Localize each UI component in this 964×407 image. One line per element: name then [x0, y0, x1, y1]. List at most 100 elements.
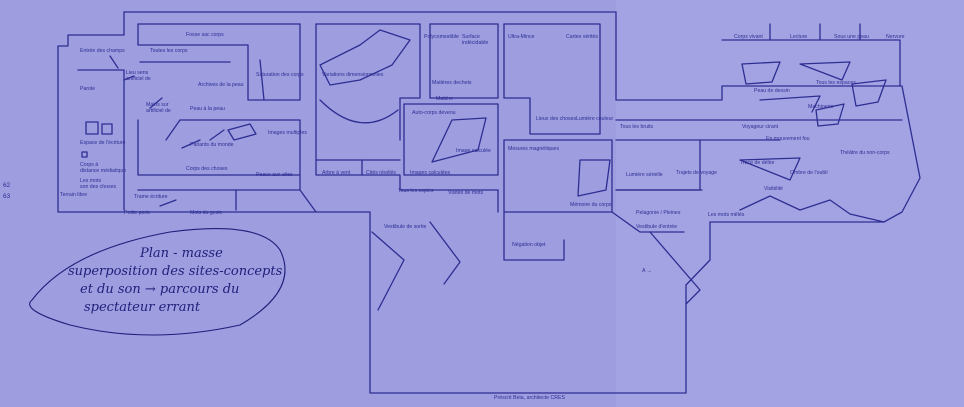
room-label: Lumière sérielle — [626, 172, 663, 178]
entry-funnel-left — [371, 231, 405, 311]
inner-box-main — [289, 23, 301, 101]
room-label: Voyageur cirant — [742, 124, 779, 130]
entry-diag — [611, 211, 685, 233]
small-diag-3 — [165, 119, 181, 141]
right-diag-5 — [739, 157, 801, 181]
room-label: Matière — [436, 96, 454, 102]
inner-wall-i — [299, 189, 317, 213]
room-label: Toutes les corps — [150, 48, 188, 54]
room-label: En mouvement fou — [766, 136, 810, 142]
small-diag-6 — [181, 139, 201, 149]
inner-wall-a — [137, 23, 291, 101]
small-diag-4 — [159, 199, 177, 207]
small-diag-2 — [149, 97, 163, 109]
room-label: Auto-corps devenu — [412, 110, 456, 116]
small-diag-5 — [227, 123, 257, 141]
outer-wall-left — [57, 11, 371, 223]
inner-wall-c — [77, 69, 125, 211]
small-diag-1 — [109, 55, 119, 69]
small-square-1 — [85, 121, 99, 135]
mid-wave — [319, 29, 411, 86]
room-label: Vestibule d'entrée — [636, 224, 678, 230]
room-label: Tous les bruits — [620, 124, 654, 130]
room-label: Corps des choses — [186, 166, 228, 172]
room-label: Images multiples — [268, 130, 307, 136]
mid-inner-2 — [403, 103, 499, 176]
page-number-left: 62 — [3, 182, 11, 189]
mid-bowl — [319, 99, 399, 124]
small-diag-7 — [209, 129, 225, 141]
center-col-2 — [503, 23, 601, 99]
room-label: Les mots mêlés — [708, 212, 745, 218]
room-label: Visibilité — [764, 186, 783, 192]
room-label: Tous les copies — [398, 188, 434, 194]
small-diag-8 — [259, 59, 265, 101]
room-label: Pelagonie / Pleines — [636, 210, 681, 216]
room-label: Lieux des choses — [536, 116, 577, 122]
room-label: Lecture — [790, 34, 808, 40]
room-label: Terrain libre — [60, 192, 88, 198]
room-label: Ombre de l'oubli — [790, 170, 828, 176]
small-diag-9 — [123, 75, 135, 81]
room-label: Images calculées — [410, 170, 451, 176]
room-label: Peau de dessin — [754, 88, 790, 94]
room-label: Trace de délire — [740, 160, 775, 166]
small-mark-1 — [81, 151, 88, 158]
entrance-right-wall — [609, 221, 711, 394]
hand-note-line2: superposition des sites-concepts — [68, 264, 283, 279]
room-label: Trajets de voyage — [676, 170, 718, 176]
room-label: Sous une peau — [834, 34, 869, 40]
hand-note-line4: spectateur errant — [84, 300, 201, 315]
room-label: Lumière couleur — [576, 116, 614, 122]
small-square-2 — [101, 123, 113, 135]
room-label: Ultra-Mince — [508, 34, 535, 40]
mid-outline — [315, 23, 499, 213]
right-box-2 — [615, 139, 701, 191]
hand-loop — [29, 228, 286, 336]
center-diag — [577, 159, 611, 197]
room-label: Mots du geste — [190, 210, 223, 216]
room-label: Cartes vérités — [566, 34, 598, 40]
right-diag-1 — [741, 61, 781, 85]
mid-top — [315, 23, 421, 141]
center-col-1 — [503, 23, 601, 135]
right-room-div — [769, 23, 861, 41]
inner-wall-f — [179, 119, 301, 141]
entry-funnel-mid — [429, 221, 461, 285]
room-label: Corps vivant — [734, 34, 763, 40]
room-label: Peau à la peau — [190, 106, 225, 112]
room-label: Saturation des corps — [256, 72, 304, 78]
room-label: Peaux aux alies — [256, 172, 293, 178]
mid-diag-1 — [431, 117, 487, 163]
room-label: Visites de mots — [448, 190, 484, 196]
room-label: Matières dechets — [432, 80, 472, 86]
room-label: Nervure — [886, 34, 905, 40]
room-label: Théâtre du non-corps — [840, 150, 890, 156]
right-diag-2 — [799, 61, 851, 81]
entry-funnel-right — [649, 231, 701, 305]
right-diag-6 — [759, 95, 821, 113]
room-label: Cités révélés — [366, 170, 396, 176]
right-diag-3 — [851, 79, 887, 107]
bottom-lobby — [369, 221, 611, 394]
room-label: Image calculée — [456, 148, 491, 154]
right-zigzag — [739, 195, 885, 223]
room-label: Petite porte — [124, 210, 151, 216]
room-label: Parlants du monde — [190, 142, 234, 148]
room-label: Fosse sac corps — [186, 32, 224, 38]
room-label: Entrée des champs — [80, 48, 125, 54]
room-label: Mesures magnétiques — [508, 146, 560, 152]
center-lower — [503, 211, 565, 261]
page-number-right: 63 — [3, 193, 11, 200]
room-label: Polycomestible — [424, 34, 459, 40]
room-label: Espace de l'écriture — [80, 140, 126, 146]
room-label: Variations dimensionnelles — [322, 72, 384, 78]
room-label: Parole — [80, 86, 95, 92]
room-label: Mémoire du corps — [570, 202, 612, 208]
room-label: A → — [642, 268, 652, 274]
